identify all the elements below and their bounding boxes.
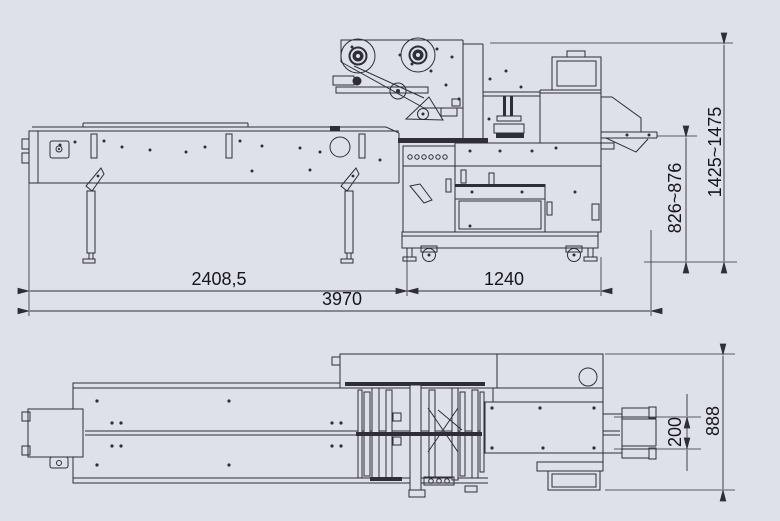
caster-wheel-left	[420, 245, 438, 262]
forming-bolt-dots	[350, 45, 523, 121]
machine-base-frame	[401, 231, 599, 249]
infeed-plate	[398, 138, 488, 143]
machine-cabinet-side	[401, 50, 602, 262]
forming-rollers-plan	[345, 382, 485, 498]
dim-label-belt-height: 826~876	[665, 163, 685, 234]
sealing-unit-plan	[484, 388, 604, 491]
infeed-wedge	[404, 96, 461, 121]
dancer-roller-arm	[332, 75, 429, 100]
leveling-foot-right	[583, 247, 598, 262]
infeed-conveyor-plan	[21, 382, 620, 484]
discharge-conveyor-side	[600, 96, 658, 153]
conveyor-leg-left	[82, 167, 105, 264]
conveyor-leg-right	[340, 167, 360, 264]
plan-view-dimensions: 888 200	[605, 343, 735, 502]
discharge-guard	[600, 96, 642, 133]
discharge-conveyor-plan	[602, 406, 657, 460]
transfer-bracket	[409, 183, 433, 204]
side-view-dimensions: 2408,5 1240 3970 826~876 1425~1475	[17, 32, 737, 316]
dim-label-overall-height: 1425~1475	[705, 107, 725, 198]
dim-label-overall-width: 888	[703, 406, 723, 436]
infeed-conveyor-side	[21, 122, 433, 264]
film-unwind-section	[332, 37, 540, 143]
plan-view: 888 200	[21, 343, 735, 502]
control-buttons-row	[407, 154, 448, 160]
dim-label-infeed-length: 2408,5	[191, 269, 246, 289]
film-former	[493, 96, 525, 138]
conveyor-end-box-plan	[27, 408, 84, 458]
side-view: 2408,5 1240 3970 826~876 1425~1475	[17, 32, 737, 316]
panel-hole	[578, 367, 598, 387]
conveyor-hole	[329, 136, 351, 158]
conveyor-motor-box	[49, 140, 70, 159]
touchscreen-panel	[551, 50, 602, 91]
caster-wheel-right	[565, 245, 583, 262]
plan-bolt-dots	[95, 399, 343, 467]
cabinet-bolt-dots	[468, 146, 577, 228]
dim-label-overall-length: 3970	[322, 289, 362, 309]
film-reel-right	[400, 37, 436, 73]
conveyor-bolt-dots	[58, 139, 382, 173]
film-reel-left	[340, 38, 376, 74]
dim-label-base-length: 1240	[484, 269, 524, 289]
leveling-foot-left	[402, 247, 417, 262]
dim-label-belt-width: 200	[665, 417, 685, 447]
